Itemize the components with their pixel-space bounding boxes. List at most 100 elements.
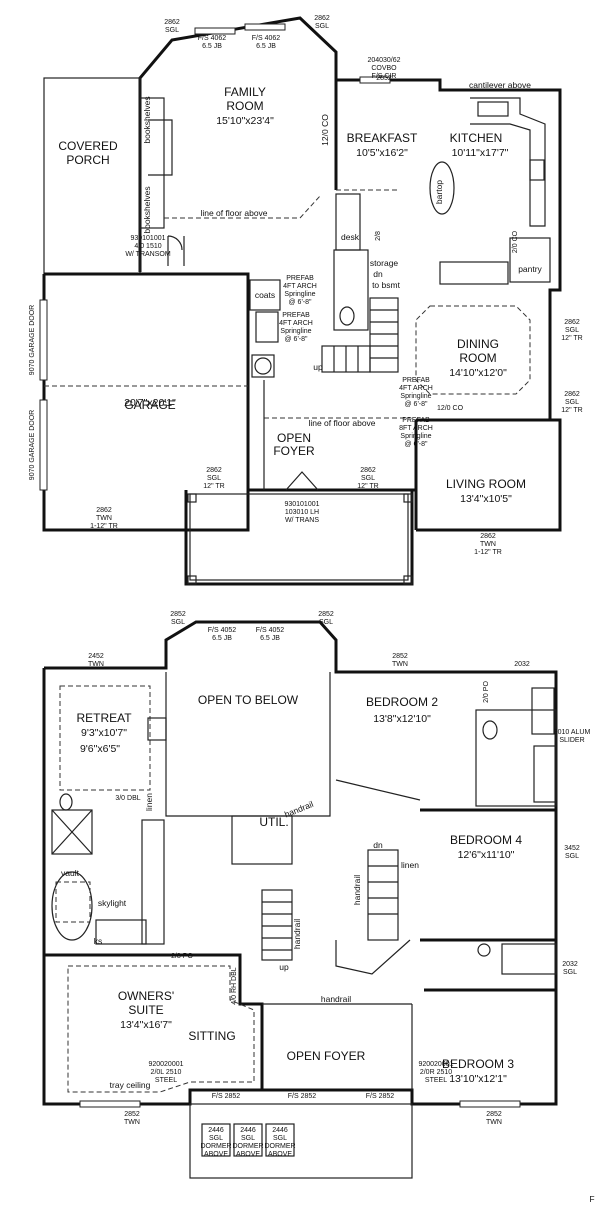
open-foyer-name-1: OPEN bbox=[277, 431, 311, 445]
garage-dims: 20'7"x20'1" bbox=[124, 397, 176, 409]
win-2032-tl-label: 2032 bbox=[514, 661, 530, 668]
family-room-dims: 15'10"x23'4" bbox=[216, 115, 274, 127]
living-room-dims: 13'4"x10'5" bbox=[460, 493, 512, 505]
kitchen-back-wall bbox=[336, 78, 562, 240]
line-floor-above-1-label: line of floor above bbox=[200, 208, 267, 218]
tray-ceiling-label: tray ceiling bbox=[110, 1080, 151, 1090]
family-room-wall bbox=[138, 16, 338, 272]
covered-porch-name-1: COVERED bbox=[58, 139, 118, 153]
line-of-floor-above-1 bbox=[164, 195, 321, 219]
owners-suite-name-1: OWNERS' bbox=[118, 989, 174, 1003]
porch-column-1 bbox=[187, 575, 197, 585]
handrail-label-3: handrail bbox=[292, 919, 302, 949]
toilet-1 bbox=[339, 306, 355, 326]
front-porch-inner bbox=[189, 493, 409, 581]
breakfast-window bbox=[359, 76, 391, 84]
vanity-2 bbox=[95, 919, 147, 945]
family-room-name-2: ROOM bbox=[226, 99, 263, 113]
covered-porch bbox=[43, 77, 141, 275]
kitchen-dims: 10'11"x17'7" bbox=[452, 147, 509, 159]
vanity-1 bbox=[141, 819, 165, 945]
family-room-name-1: FAMILY bbox=[224, 85, 266, 99]
toilet-2 bbox=[59, 793, 73, 811]
bartop bbox=[429, 161, 455, 215]
dbl-3-0-label: 3/0 DBL bbox=[115, 795, 140, 802]
utility-box bbox=[251, 354, 275, 378]
bedroom-2-name: BEDROOM 2 bbox=[366, 695, 438, 709]
linen-label-2: linen bbox=[401, 860, 419, 870]
po-2-8-label: 2/8 PO bbox=[171, 953, 193, 960]
sitting-name: SITTING bbox=[188, 1029, 235, 1043]
retreat-closet bbox=[147, 717, 167, 741]
co-2-0-label: 2/0 CO bbox=[512, 230, 519, 253]
open-foyer-2-name: OPEN FOYER bbox=[287, 1049, 366, 1063]
open-to-below-name: OPEN TO BELOW bbox=[198, 693, 299, 707]
breakfast-dims: 10'5"x16'2" bbox=[356, 147, 408, 159]
dining-room-dims: 14'10"x12'0" bbox=[449, 367, 507, 379]
family-room-window-right bbox=[244, 23, 286, 31]
porch-column-3 bbox=[187, 493, 197, 503]
skylight bbox=[55, 881, 91, 923]
bedroom-3-dims: 13'10"x12'1" bbox=[449, 1073, 507, 1085]
fireplace bbox=[148, 119, 173, 176]
co-2-8-label: 2/8 bbox=[375, 231, 382, 241]
bookshelves-label-1: bookshelves bbox=[142, 96, 152, 143]
retreat-dims-2: 9'6"x6'5" bbox=[80, 743, 120, 755]
storage-label: storage bbox=[370, 258, 399, 268]
pantry-label: pantry bbox=[518, 264, 542, 274]
dormer-1 bbox=[201, 1123, 231, 1157]
shower bbox=[51, 809, 93, 855]
win-front-m-label: F/S 2852 bbox=[288, 1093, 317, 1100]
co-12-0-label: 12/0 CO bbox=[320, 114, 330, 146]
bedroom-3-name: BEDROOM 3 bbox=[442, 1057, 514, 1071]
vault-label: vault bbox=[61, 868, 80, 878]
owners-window bbox=[79, 1100, 141, 1108]
co-12-0-b-label: 12/0 CO bbox=[437, 405, 464, 412]
skylight-label: skylight bbox=[98, 898, 127, 908]
garage-door-label-2: 9070 GARAGE DOOR bbox=[29, 410, 36, 480]
garage-door-1 bbox=[39, 299, 48, 381]
bookshelves-label-2: bookshelves bbox=[142, 186, 152, 233]
linen-label-1: linen bbox=[144, 793, 154, 811]
util-name: UTIL. bbox=[259, 815, 288, 829]
dormer-3 bbox=[265, 1123, 295, 1157]
pantry bbox=[509, 237, 551, 283]
shower-x2 bbox=[51, 809, 93, 855]
up-label-1: up bbox=[313, 362, 323, 372]
porch-column-2 bbox=[403, 575, 413, 585]
bath-2-sink bbox=[531, 687, 555, 735]
up-label-2: up bbox=[279, 962, 289, 972]
retreat-tray bbox=[59, 685, 151, 791]
kitchen-name: KITCHEN bbox=[450, 131, 503, 145]
dining-room-name-1: DINING bbox=[457, 337, 499, 351]
bedroom-2-dims: 13'8"x12'10" bbox=[373, 713, 431, 725]
dining-room-outline bbox=[415, 305, 531, 395]
handrail-label-4: handrail bbox=[321, 994, 351, 1004]
owners-suite-dims: 13'4"x16'7" bbox=[120, 1019, 172, 1031]
kitchen-counter bbox=[470, 97, 546, 227]
bedroom-4-name: BEDROOM 4 bbox=[450, 833, 522, 847]
bedroom-3-window bbox=[459, 1100, 521, 1108]
win-front-l-label: F/S 2852 bbox=[212, 1093, 241, 1100]
